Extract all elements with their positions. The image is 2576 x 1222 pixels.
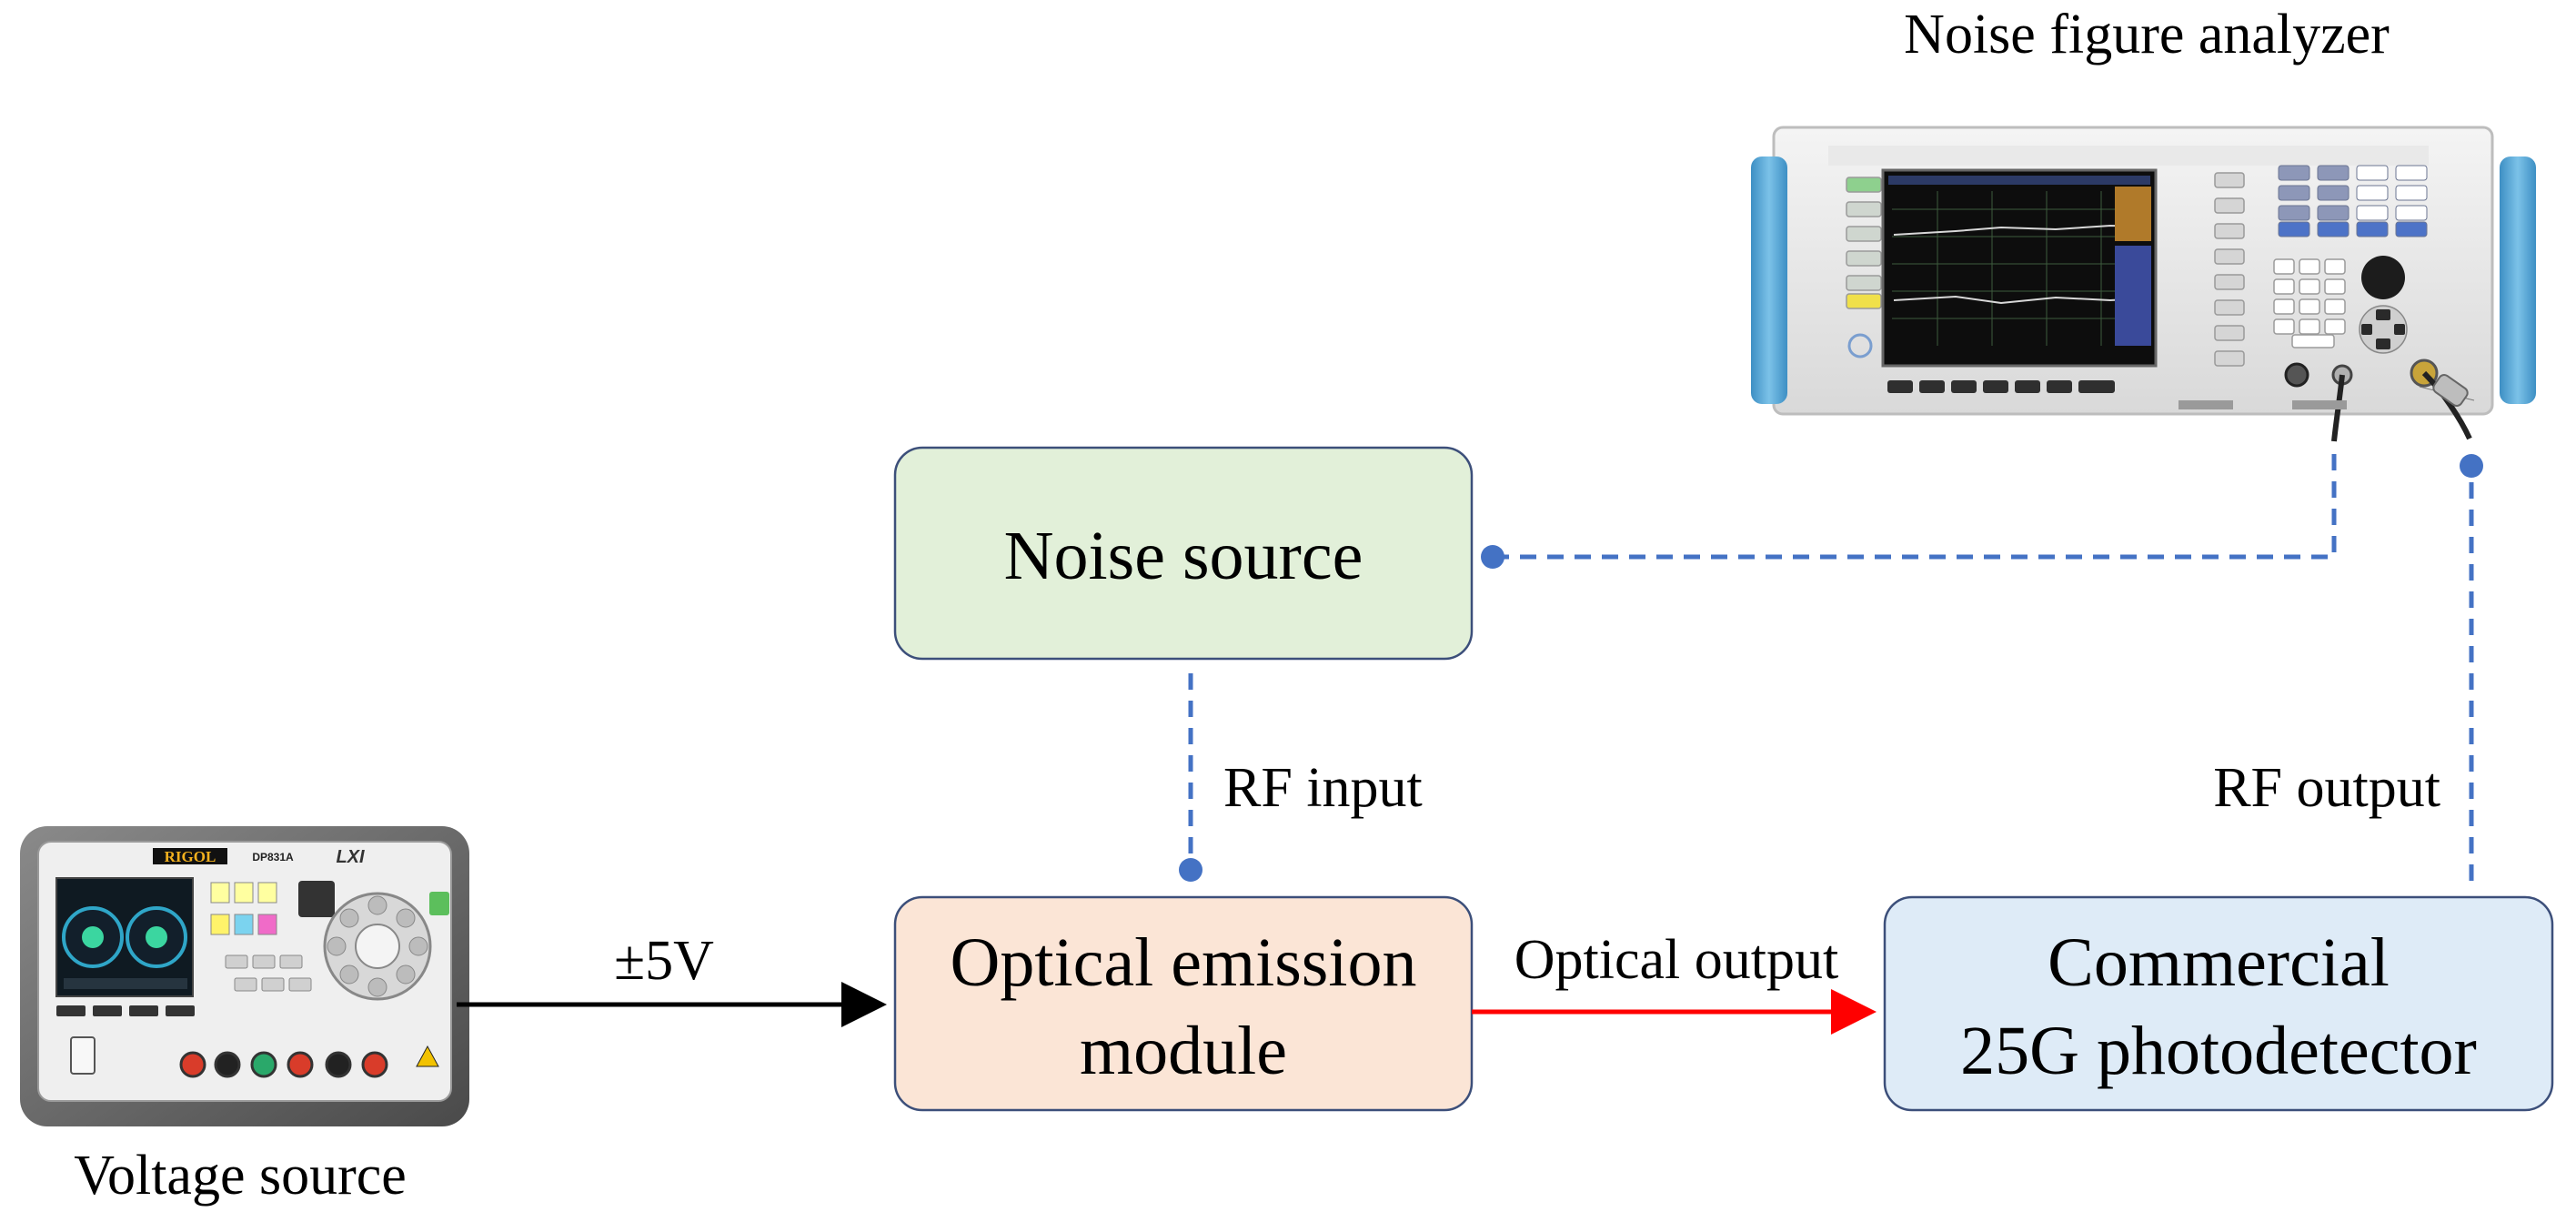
photodetector-box: Commercial 25G photodetector (1883, 895, 2554, 1112)
analyzer-title: Noise figure analyzer (1904, 4, 2390, 66)
rf-input-label: RF input (1223, 757, 1423, 819)
rf-output-label: RF output (2213, 757, 2440, 819)
power-supply-icon: RIGOL DP831A LXI (20, 826, 469, 1126)
optical-emission-module-box: Optical emission module (893, 895, 1474, 1112)
noise-figure-analyzer-icon (1751, 126, 2536, 442)
optical-emission-module-label-line1: Optical emission (951, 924, 1417, 1001)
lxi-logo: LXI (336, 847, 365, 867)
photodetector-label-line1: Commercial (2048, 924, 2390, 1001)
optical-output-label: Optical output (1514, 929, 1838, 991)
rigol-model: DP831A (252, 851, 294, 863)
noise-source-label: Noise source (1004, 518, 1363, 594)
rigol-brand: RIGOL (165, 848, 216, 865)
photodetector-label-line2: 25G photodetector (1960, 1013, 2477, 1089)
voltage-source-label: Voltage source (74, 1145, 407, 1207)
rf-output-link (2460, 454, 2483, 881)
analyzer-to-noise-source-link (1481, 444, 2337, 569)
noise-source-box: Noise source (893, 446, 1474, 661)
rf-input-link (1179, 673, 1202, 882)
voltage-label: ±5V (614, 930, 714, 992)
optical-emission-module-label-line2: module (1080, 1013, 1287, 1089)
